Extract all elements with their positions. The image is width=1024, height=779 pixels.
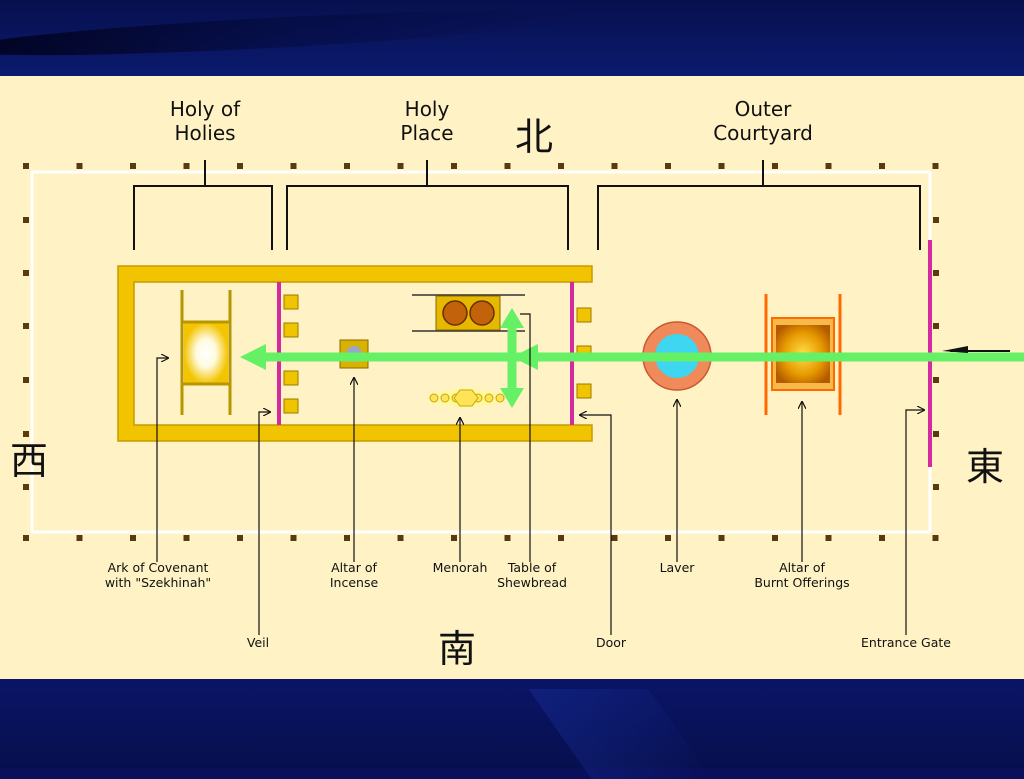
- fence-post: [451, 535, 457, 541]
- fence-post: [933, 377, 939, 383]
- label-holy-place: Holy Place: [400, 97, 454, 145]
- label-door: Door: [595, 635, 627, 650]
- bracket-holy-of-holies: [133, 160, 273, 250]
- bracket-outer-courtyard: [597, 160, 921, 250]
- fence-post: [879, 535, 885, 541]
- fence-post: [23, 431, 29, 437]
- fence-post: [290, 163, 297, 169]
- fence-post: [933, 484, 939, 490]
- fence-post: [23, 535, 29, 541]
- label-altar-incense: Altar of Incense: [329, 560, 379, 590]
- fence-posts: [23, 163, 939, 541]
- fence-post: [933, 323, 939, 329]
- fence-post: [558, 535, 564, 541]
- fence-post: [23, 270, 29, 276]
- label-entrance-gate: Entrance Gate: [861, 635, 951, 650]
- entry-arrow: [942, 346, 1010, 353]
- fence-post: [130, 163, 136, 169]
- fence-post: [23, 323, 29, 329]
- fence-post: [397, 163, 404, 169]
- direction-west: 西: [10, 439, 49, 483]
- label-veil: Veil: [246, 635, 270, 650]
- fence-post: [183, 535, 190, 541]
- fence-post: [130, 535, 136, 541]
- fence-post: [23, 484, 29, 490]
- fence-post: [611, 163, 618, 169]
- label-menorah: Menorah: [432, 560, 488, 575]
- path-arrows: [240, 308, 1024, 408]
- menorah: [422, 386, 510, 410]
- slide-bottom-band: [0, 679, 1024, 779]
- label-ark: Ark of Covenant with "Szekhinah": [104, 560, 212, 590]
- fence-post: [504, 163, 511, 169]
- bracket-holy-place: [286, 160, 569, 250]
- fence-post: [665, 535, 671, 541]
- fence-post: [879, 163, 885, 169]
- tabernacle-walls: [117, 265, 593, 442]
- fence-post: [933, 217, 939, 223]
- fence-post: [825, 163, 832, 169]
- leader-lines: [156, 313, 924, 635]
- direction-south: 南: [438, 627, 477, 671]
- label-laver: Laver: [659, 560, 695, 575]
- fence-post: [344, 535, 350, 541]
- fence-post: [932, 163, 939, 169]
- fence-post: [718, 535, 725, 541]
- fence-post: [933, 431, 939, 437]
- label-outer-courtyard: Outer Courtyard: [713, 97, 813, 145]
- fence-post: [772, 163, 778, 169]
- slide-top-band: [0, 0, 1024, 76]
- fence-post: [933, 270, 939, 276]
- fence-post: [451, 163, 457, 169]
- label-altar-burnt: Altar of Burnt Offerings: [754, 560, 850, 590]
- fence-post: [23, 217, 29, 223]
- fence-post: [665, 163, 671, 169]
- fence-post: [558, 163, 564, 169]
- direction-north: 北: [515, 115, 554, 159]
- table-of-shewbread: [412, 294, 525, 332]
- fence-post: [237, 163, 243, 169]
- fence-post: [825, 535, 832, 541]
- fence-post: [344, 163, 350, 169]
- fence-post: [23, 163, 29, 169]
- fence-post: [183, 163, 190, 169]
- fence-post: [76, 163, 83, 169]
- fence-post: [290, 535, 297, 541]
- fence-post: [611, 535, 618, 541]
- fence-post: [76, 535, 83, 541]
- section-brackets: [133, 160, 921, 250]
- label-holy-of-holies: Holy of Holies: [169, 97, 241, 145]
- fence-post: [932, 535, 939, 541]
- fence-post: [237, 535, 243, 541]
- direction-east: 東: [966, 445, 1005, 489]
- pillars: [283, 294, 592, 414]
- fence-post: [397, 535, 404, 541]
- fence-post: [772, 535, 778, 541]
- ark-of-covenant: [180, 290, 232, 415]
- fence-post: [504, 535, 511, 541]
- fence-post: [718, 163, 725, 169]
- label-table-shewbread: Table of Shewbread: [497, 560, 567, 590]
- fence-post: [23, 377, 29, 383]
